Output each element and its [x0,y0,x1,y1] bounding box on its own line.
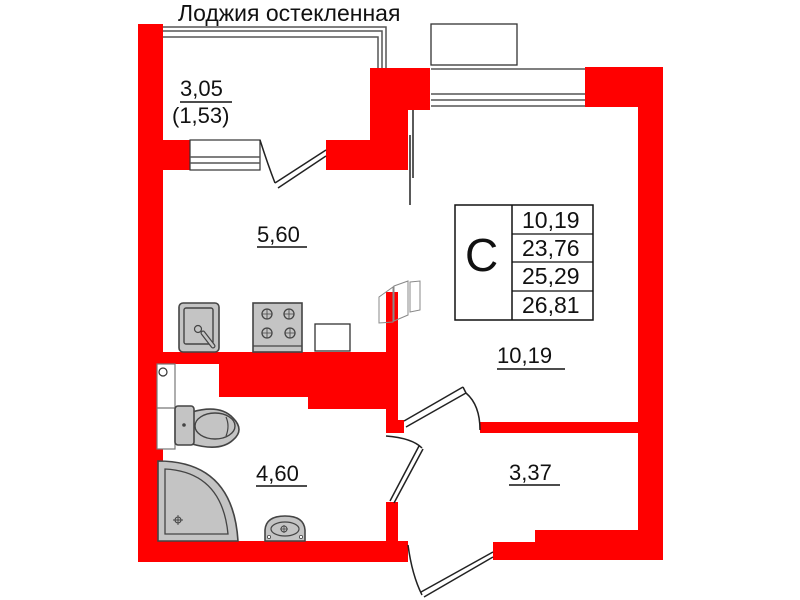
toilet-icon [174,405,240,448]
sink-icon [178,302,220,353]
doors [385,386,494,598]
corner-shower-icon [157,460,239,542]
apartment-legend [454,204,594,321]
kitchen-area: 5,60 [257,222,300,247]
hallway-area: 3,37 [509,460,552,485]
kitchen-fixtures [178,302,351,353]
walls [138,24,663,562]
legend-value-total-with-loggia: 25,29 [522,263,580,289]
living-room-window [409,23,585,205]
legend-value-total: 23,76 [522,235,580,261]
wall-partition-block-b [308,352,398,409]
living-room-area: 10,19 [497,343,553,368]
loggia-title: Лоджия остекленная [178,0,401,26]
counter-box [314,323,351,352]
wardrobe-outline [378,280,421,324]
apartment-type-letter: C [465,229,499,281]
entrance-door [407,544,494,598]
radiator-box [430,23,518,66]
bathroom-area: 4,60 [256,461,299,486]
living-room-door [403,386,481,431]
wall-bottom-left [138,541,408,562]
bathroom-fixtures [156,363,306,542]
legend-value-total-full: 26,81 [522,292,580,318]
wall-loggia-right-stub [326,140,408,170]
wall-kitchen-living [386,292,398,432]
wall-right [638,67,663,560]
wall-bottom-right-b [493,542,640,560]
stove-icon [252,302,303,353]
wall-living-hallway [480,422,640,433]
loggia-reduced-area: (1,53) [172,103,230,128]
loggia-glazing [163,26,387,189]
bathroom-door [385,435,424,504]
towel-rail-icon [158,367,168,377]
washbasin-icon [264,515,306,542]
shelf [156,363,176,450]
legend-value-living: 10,19 [522,207,580,233]
loggia-area: 3,05 [180,76,223,101]
area-underlines [180,101,565,487]
wall-door-stub-top [386,420,404,433]
wall-loggia-left-stub [138,140,190,170]
